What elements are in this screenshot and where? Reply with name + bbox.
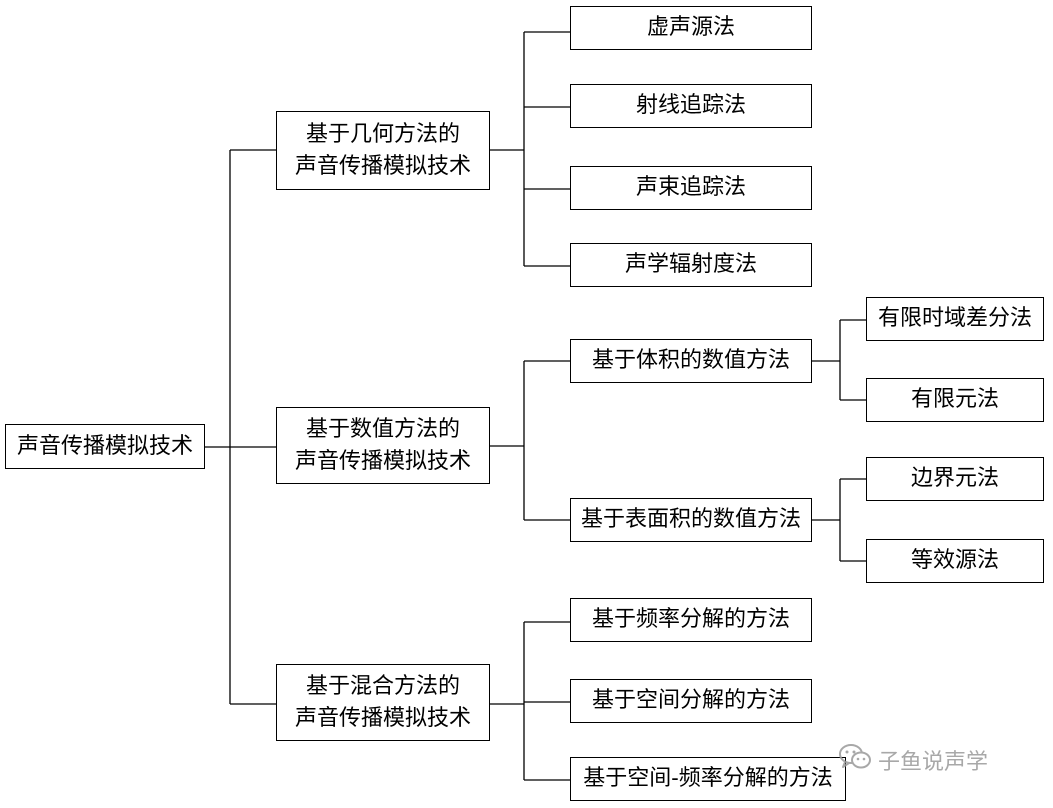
volume-based-method-node: 基于体积的数值方法 <box>570 339 812 383</box>
watermark-text: 子鱼说声学 <box>878 750 989 775</box>
fdtd-node: 有限时域差分法 <box>866 297 1044 341</box>
branch-geometric-label: 基于几何方法的 声音传播模拟技术 <box>294 121 471 179</box>
branch-hybrid-node: 基于混合方法的 声音传播模拟技术 <box>276 664 490 741</box>
bem-label: 边界元法 <box>910 466 999 491</box>
spatial-frequency-decomposition-node: 基于空间-频率分解的方法 <box>570 757 846 801</box>
wechat-icon <box>838 742 872 778</box>
root-node: 声音传播模拟技术 <box>5 424 205 469</box>
root-label: 声音传播模拟技术 <box>16 433 193 459</box>
image-source-method-node: 虚声源法 <box>570 6 812 50</box>
equivalent-source-node: 等效源法 <box>866 539 1044 583</box>
frequency-decomposition-node: 基于频率分解的方法 <box>570 598 812 642</box>
fdtd-label: 有限时域差分法 <box>877 306 1032 331</box>
beam-tracing-label: 声束追踪法 <box>635 175 746 200</box>
surface-based-method-label: 基于表面积的数值方法 <box>580 507 801 532</box>
branch-numerical-label: 基于数值方法的 声音传播模拟技术 <box>294 416 471 474</box>
spatial-decomposition-label: 基于空间分解的方法 <box>591 688 790 713</box>
spatial-frequency-decomposition-label: 基于空间-频率分解的方法 <box>583 766 833 791</box>
branch-numerical-node: 基于数值方法的 声音传播模拟技术 <box>276 407 490 484</box>
equivalent-source-label: 等效源法 <box>910 548 999 573</box>
acoustic-radiosity-node: 声学辐射度法 <box>570 243 812 287</box>
image-source-method-label: 虚声源法 <box>646 15 735 40</box>
frequency-decomposition-label: 基于频率分解的方法 <box>591 607 790 632</box>
ray-tracing-label: 射线追踪法 <box>635 93 746 118</box>
acoustic-radiosity-label: 声学辐射度法 <box>624 252 757 277</box>
volume-based-method-label: 基于体积的数值方法 <box>591 348 790 373</box>
fem-label: 有限元法 <box>910 387 999 412</box>
branch-hybrid-label: 基于混合方法的 声音传播模拟技术 <box>294 673 471 731</box>
ray-tracing-node: 射线追踪法 <box>570 84 812 128</box>
fem-node: 有限元法 <box>866 378 1044 422</box>
beam-tracing-node: 声束追踪法 <box>570 166 812 210</box>
watermark: 子鱼说声学 <box>838 742 988 778</box>
spatial-decomposition-node: 基于空间分解的方法 <box>570 679 812 723</box>
bem-node: 边界元法 <box>866 457 1044 501</box>
surface-based-method-node: 基于表面积的数值方法 <box>570 498 812 542</box>
branch-geometric-node: 基于几何方法的 声音传播模拟技术 <box>276 111 490 190</box>
